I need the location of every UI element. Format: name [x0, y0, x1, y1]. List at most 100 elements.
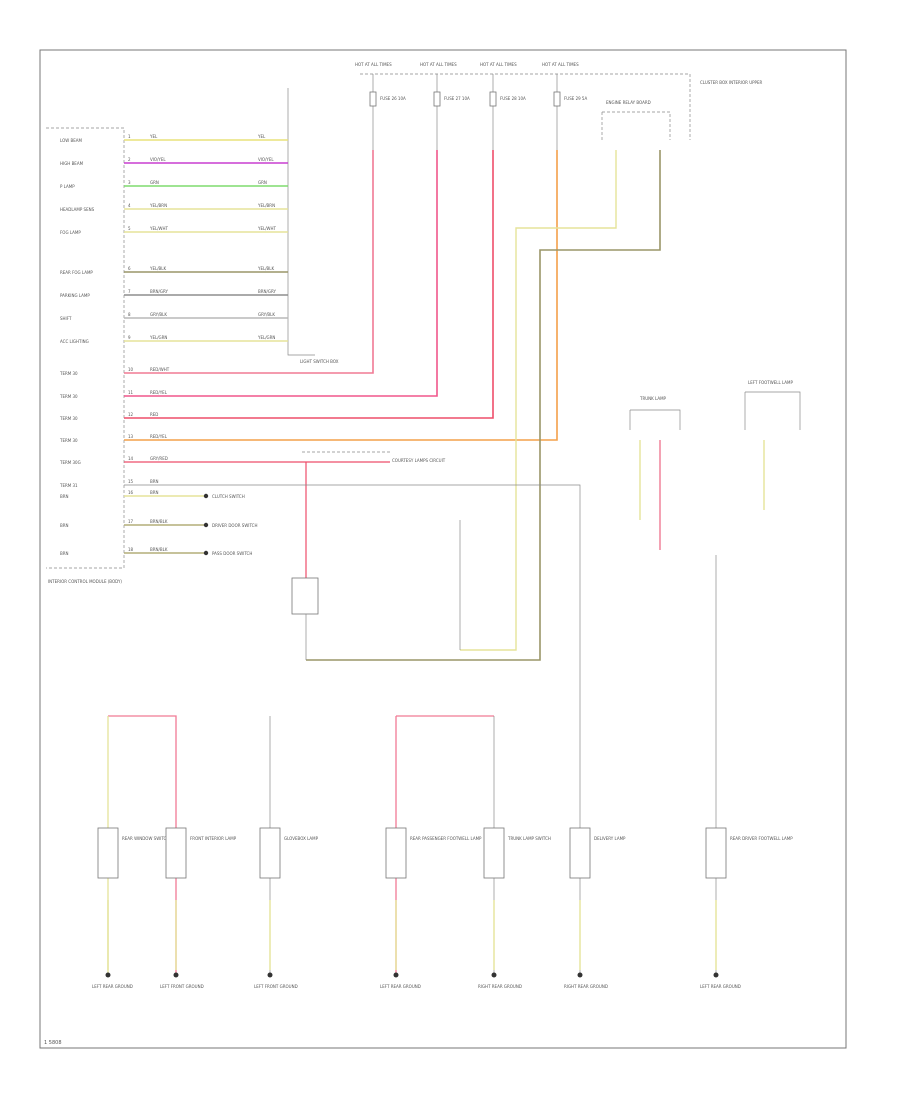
bottom-item-ground-label-b7: LEFT REAR GROUND	[700, 984, 741, 989]
module-pin-name-6: REAR FOG LAMP	[60, 270, 93, 275]
svg-text:LIGHT SWITCH BOX: LIGHT SWITCH BOX	[300, 359, 339, 364]
wire-bottom-red-1	[108, 715, 177, 975]
bottom-item-name-b4: REAR PASSENGER FOOTWELL LAMP	[410, 836, 482, 841]
module-wire-code-right-7: BRN/GRY	[258, 289, 276, 294]
feed-wire-code-10: RED/WHT	[150, 367, 170, 372]
output-pin-number-17: 17	[128, 519, 134, 524]
bottom-item-name-b6: DELIVERY LAMP	[594, 836, 626, 841]
bottom-item-ground-label-b4: LEFT REAR GROUND	[380, 984, 421, 989]
bottom-item-b3: GLOVEBOX LAMP LEFT FRONT GROUND	[254, 827, 319, 989]
feed-wire-code-14: GRY/RED	[150, 456, 168, 461]
feed-wire-code-11: RED/YEL	[150, 390, 168, 395]
svg-text:INTERIOR CONTROL MODULE (BODY): INTERIOR CONTROL MODULE (BODY)	[48, 579, 122, 584]
bottom-item-body-b3	[259, 827, 281, 879]
bottom-item-ground-b2	[173, 972, 179, 978]
module-wire-code-left-6: YEL/BLK	[149, 266, 167, 271]
module-pin-name-1: LOW BEAM	[60, 138, 82, 143]
module-pin-number-5: 5	[128, 226, 131, 231]
module-wire-code-left-5: YEL/WHT	[149, 226, 169, 231]
output-pin-name-17: BRN	[60, 523, 69, 528]
module-pin-number-8: 8	[128, 312, 131, 317]
bottom-item-body-b7	[705, 827, 727, 879]
bottom-item-ground-b3	[267, 972, 273, 978]
bottom-item-body-b4	[385, 827, 407, 879]
output-target-18: PASS DOOR SWITCH	[212, 551, 252, 556]
bottom-item-ground-label-b3: LEFT FRONT GROUND	[254, 984, 298, 989]
module-wire-code-left-4: YEL/BRN	[149, 203, 167, 208]
wire-bottom-red-2	[395, 715, 494, 975]
fuse-1: HOT AT ALL TIMES FUSE 26 10A	[355, 62, 406, 150]
module-wire-code-right-8: GRY/BLK	[258, 312, 275, 317]
feed-pin-number-10: 10	[128, 367, 134, 372]
footer-code: 1 5808	[44, 1040, 62, 1046]
bottom-item-b6: DELIVERY LAMP RIGHT REAR GROUND	[564, 827, 626, 989]
feed-pin-number-14: 14	[128, 456, 134, 461]
bottom-item-ground-label-b6: RIGHT REAR GROUND	[564, 984, 608, 989]
module-wire-code-left-3: GRN	[150, 180, 159, 185]
bottom-item-name-b3: GLOVEBOX LAMP	[284, 836, 319, 841]
bottom-item-ground-b1	[105, 972, 111, 978]
module-pin-number-7: 7	[128, 289, 131, 294]
output-terminal-17	[203, 522, 209, 528]
output-pin-number-16: 16	[128, 490, 134, 495]
output-wire-code-17: BRN/BLK	[150, 519, 168, 524]
output-terminal-18	[203, 550, 209, 556]
module-pin-number-1: 1	[128, 134, 131, 139]
module-pin-number-3: 3	[128, 180, 131, 185]
bottom-item-b2: FRONT INTERIOR LAMP LEFT FRONT GROUND	[160, 827, 237, 989]
feed-pin-name-12: TERM 30	[59, 416, 78, 421]
feed-pin-name-10: TERM 30	[59, 371, 78, 376]
wire-feed-1	[124, 150, 374, 374]
fuse-2: HOT AT ALL TIMES FUSE 27 10A	[420, 62, 470, 150]
fuse-4: HOT AT ALL TIMES FUSE 29 5A	[542, 62, 587, 150]
bottom-item-ground-label-b5: RIGHT REAR GROUND	[478, 984, 522, 989]
module-pin-number-2: 2	[128, 157, 131, 162]
module-pin-name-4: HEADLAMP SENS	[60, 207, 95, 212]
wire-feed-4	[124, 150, 558, 441]
svg-text:FUSE 26 10A: FUSE 26 10A	[380, 96, 406, 101]
feed-wire-code-13: RED/YEL	[150, 434, 168, 439]
wire-bottom-gray	[269, 710, 581, 975]
wire-feed-3	[124, 150, 494, 419]
output-wire-code-16: BRN	[150, 490, 159, 495]
feed-wire-code-15: BRN	[150, 479, 159, 484]
output-target-16: CLUTCH SWITCH	[212, 494, 245, 499]
power-bus	[360, 73, 691, 140]
module-wire-code-right-6: YEL/BLK	[257, 266, 275, 271]
module-wire-code-left-1: YEL	[149, 134, 158, 139]
feed-pin-name-15: TERM 31	[59, 483, 78, 488]
trunk-lamp-group: TRUNK LAMP	[629, 396, 681, 550]
module-pin-number-6: 6	[128, 266, 131, 271]
engine-relay-board: ENGINE RELAY BOARD CLUSTER BOX INTERIOR …	[601, 80, 762, 140]
bottom-item-name-b1: REAR WINDOW SWITCH	[122, 836, 169, 841]
output-pin-name-18: BRN	[60, 551, 69, 556]
bottom-item-ground-label-b2: LEFT FRONT GROUND	[160, 984, 204, 989]
module-wire-code-left-7: BRN/GRY	[150, 289, 168, 294]
svg-text:HOT AT ALL TIMES: HOT AT ALL TIMES	[420, 62, 457, 67]
feed-wire-code-12: RED	[150, 412, 158, 417]
module-wire-code-left-2: VIO/YEL	[150, 157, 166, 162]
bottom-item-ground-b6	[577, 972, 583, 978]
module-pin-name-3: P LAMP	[60, 184, 75, 189]
module-pin-name-5: FOG LAMP	[60, 230, 81, 235]
module-wire-code-right-1: YEL	[257, 134, 266, 139]
wire-relay-b	[306, 150, 661, 661]
feed-pin-name-11: TERM 30	[59, 394, 78, 399]
bottom-item-name-b2: FRONT INTERIOR LAMP	[190, 836, 237, 841]
wire-feed-2	[124, 150, 438, 397]
bottom-item-body-b5	[483, 827, 505, 879]
svg-text:HOT AT ALL TIMES: HOT AT ALL TIMES	[480, 62, 517, 67]
bottom-item-b4: REAR PASSENGER FOOTWELL LAMP LEFT REAR GR…	[380, 827, 482, 989]
passenger-footwell-lamp	[291, 577, 319, 615]
left-footwell-group: LEFT FOOTWELL LAMP	[744, 380, 801, 510]
module-pin-number-9: 9	[128, 335, 131, 340]
module-wire-code-right-4: YEL/BRN	[257, 203, 275, 208]
module-pin-name-9: ACC LIGHTING	[60, 339, 89, 344]
svg-text:ENGINE RELAY BOARD: ENGINE RELAY BOARD	[606, 100, 651, 105]
